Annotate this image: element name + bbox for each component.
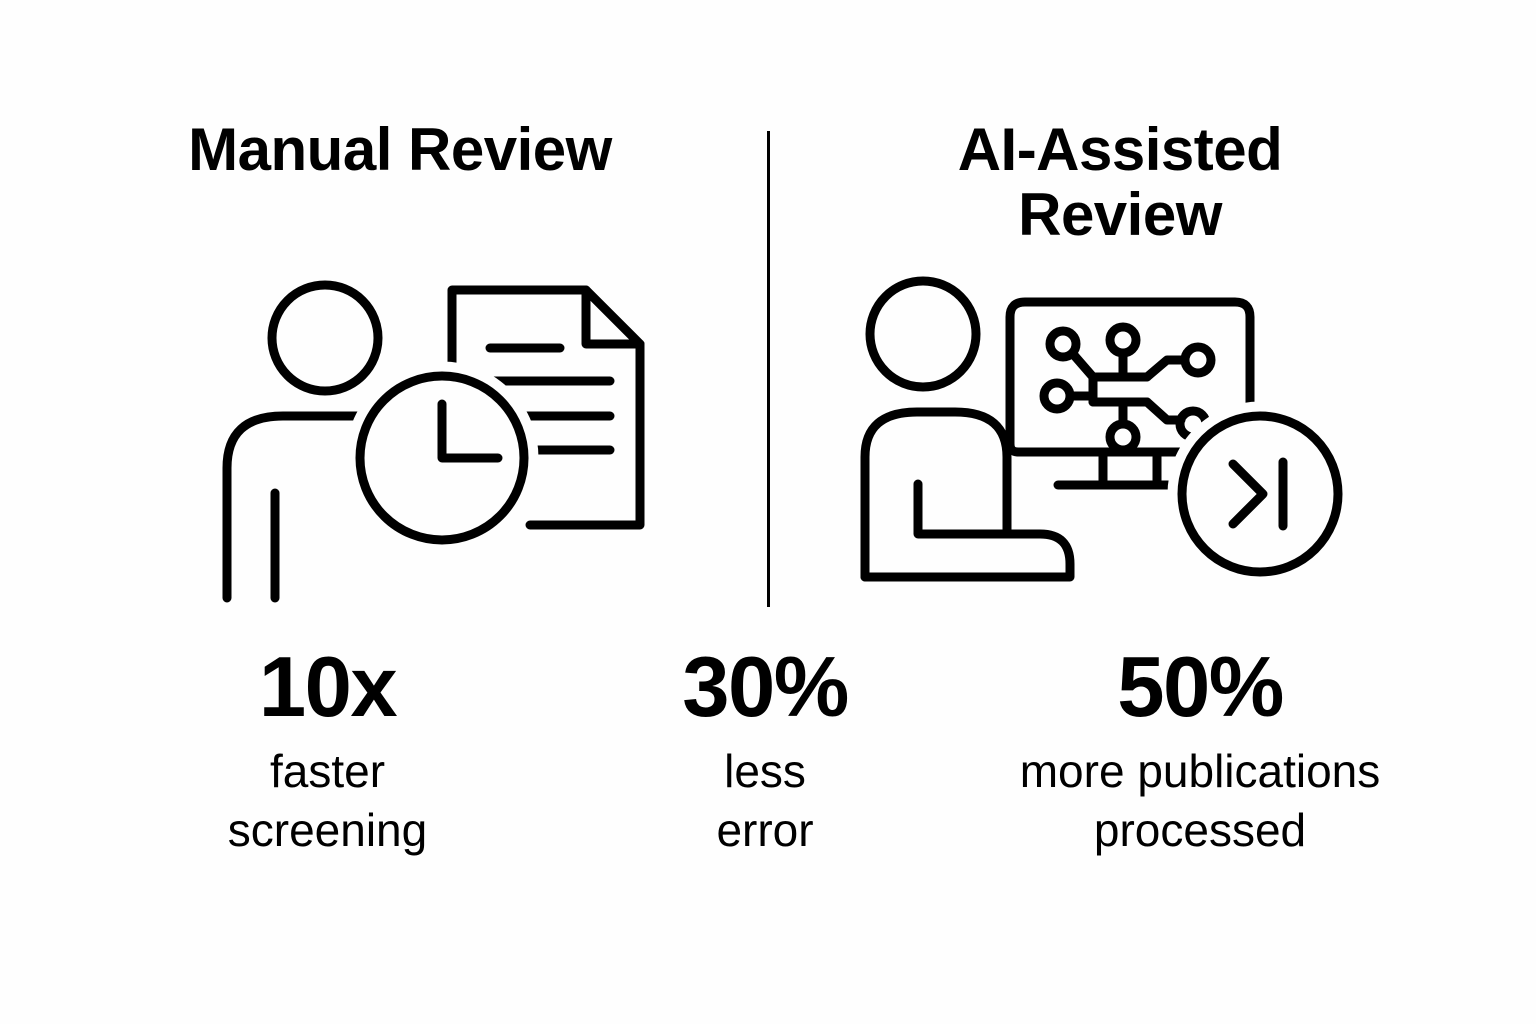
stat-label-line-2: screening xyxy=(227,803,428,856)
stat-value: 10x xyxy=(258,640,398,735)
network-node-bottom xyxy=(1105,419,1141,455)
person-torso-icon xyxy=(860,407,1012,582)
stat-label: less error xyxy=(600,742,930,860)
stat-item-faster-screening: 10x faster screening xyxy=(155,645,500,860)
network-node-upper-left xyxy=(1045,326,1081,362)
clock-hands-icon xyxy=(437,399,503,463)
stat-label-line-1: faster xyxy=(269,745,386,797)
person-head-icon xyxy=(865,276,981,392)
person-arm-hand-icon xyxy=(913,479,1075,582)
manual-review-icon-group xyxy=(215,268,675,603)
stat-label-line-1: less xyxy=(724,745,806,797)
heading-line-2: Review xyxy=(1018,180,1222,248)
stat-item-less-error: 30% less error xyxy=(600,645,930,860)
stat-label-line-2: error xyxy=(716,803,814,856)
clock-icon xyxy=(355,371,529,545)
ai-assisted-review-icon-group xyxy=(855,272,1375,602)
stat-item-more-publications: 50% more publications processed xyxy=(950,645,1450,860)
stat-value: 30% xyxy=(682,640,849,735)
person-at-desk-icon xyxy=(860,276,1075,582)
network-node-upper-right xyxy=(1180,342,1216,378)
person-head-icon xyxy=(267,280,383,396)
vertical-divider xyxy=(767,131,770,607)
person-shoulders-icon xyxy=(222,411,423,603)
column-heading-ai-assisted-review: AI-Assisted Review xyxy=(800,116,1440,248)
manual-review-illustration xyxy=(222,280,645,603)
ai-assisted-review-illustration xyxy=(860,276,1343,582)
network-node-left xyxy=(1039,378,1075,414)
skip-forward-circle xyxy=(1177,411,1343,577)
stat-value: 50% xyxy=(1117,640,1284,735)
stat-label: faster screening xyxy=(155,742,500,860)
neural-network-icon xyxy=(1039,322,1216,455)
chevron-right-icon xyxy=(1228,459,1268,529)
stats-row: 10x faster screening 30% less error 50% … xyxy=(0,645,1536,905)
stat-label-line-2: processed xyxy=(1093,803,1307,856)
document-icon xyxy=(447,285,645,530)
monitor-screen-frame xyxy=(1005,297,1255,457)
person-icon xyxy=(222,280,423,603)
stat-label-line-1: more publications xyxy=(1019,745,1381,797)
skip-forward-icon xyxy=(1177,411,1343,577)
network-node-top xyxy=(1105,322,1141,358)
column-heading-manual-review: Manual Review xyxy=(188,116,612,183)
clock-face-icon xyxy=(355,371,529,545)
network-node-lower-right xyxy=(1175,406,1211,442)
stat-label: more publications processed xyxy=(950,742,1450,860)
heading-line-1: AI-Assisted xyxy=(957,116,1283,183)
